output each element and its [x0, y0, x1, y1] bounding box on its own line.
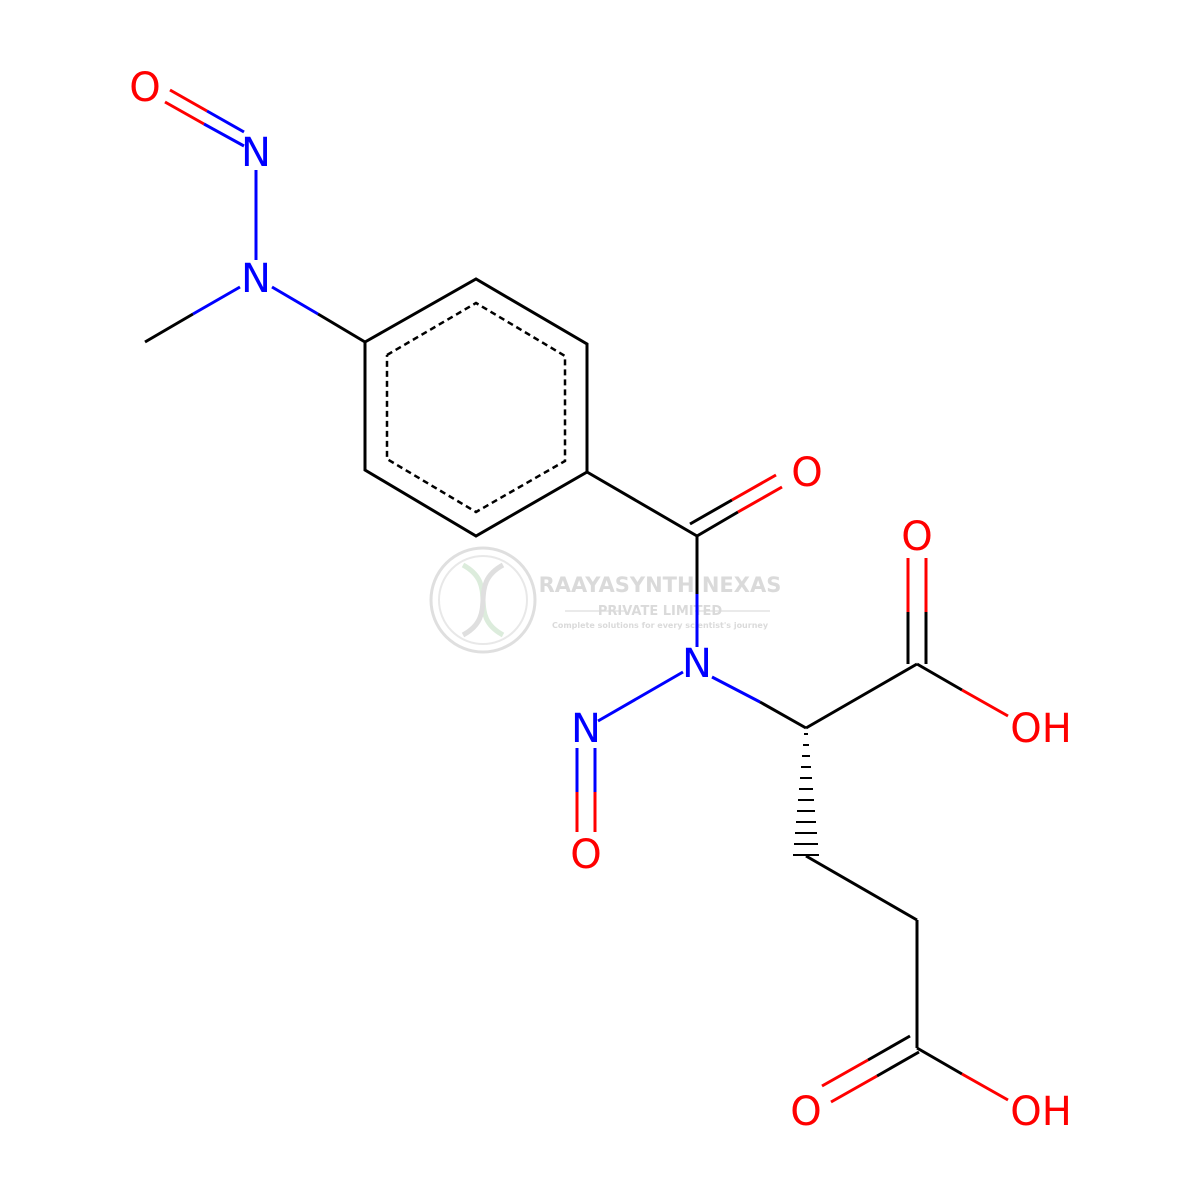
atom-n-nitroso-top: N — [241, 130, 271, 176]
bonds — [144, 88, 1009, 1104]
atom-oh-acid1: OH — [1010, 706, 1072, 752]
watermark-tagline: Complete solutions for every scientist's… — [552, 621, 769, 630]
atom-n-nitroso-lower: N — [571, 706, 601, 752]
watermark-subtitle: PRIVATE LIMITED — [598, 604, 723, 619]
atom-o-nitroso-top: O — [129, 65, 160, 111]
atom-o-nitroso-lower: O — [570, 832, 601, 878]
atom-o-acid1: O — [901, 514, 932, 560]
atom-n-amide: N — [682, 641, 712, 687]
atom-n-methyl: N — [241, 256, 271, 302]
company-watermark: RAAYASYNTH NEXAS PRIVATE LIMITED Complet… — [429, 546, 782, 654]
stereo-hashed-wedge — [793, 733, 819, 856]
atom-labels: O N N O O N OH N O O OH — [129, 65, 1072, 1135]
atom-o-acid2: O — [790, 1089, 821, 1135]
watermark-company-name: RAAYASYNTH NEXAS — [539, 573, 782, 597]
atom-o-carbonyl: O — [791, 450, 822, 496]
atom-oh-acid2: OH — [1010, 1089, 1072, 1135]
watermark-logo — [429, 546, 537, 654]
